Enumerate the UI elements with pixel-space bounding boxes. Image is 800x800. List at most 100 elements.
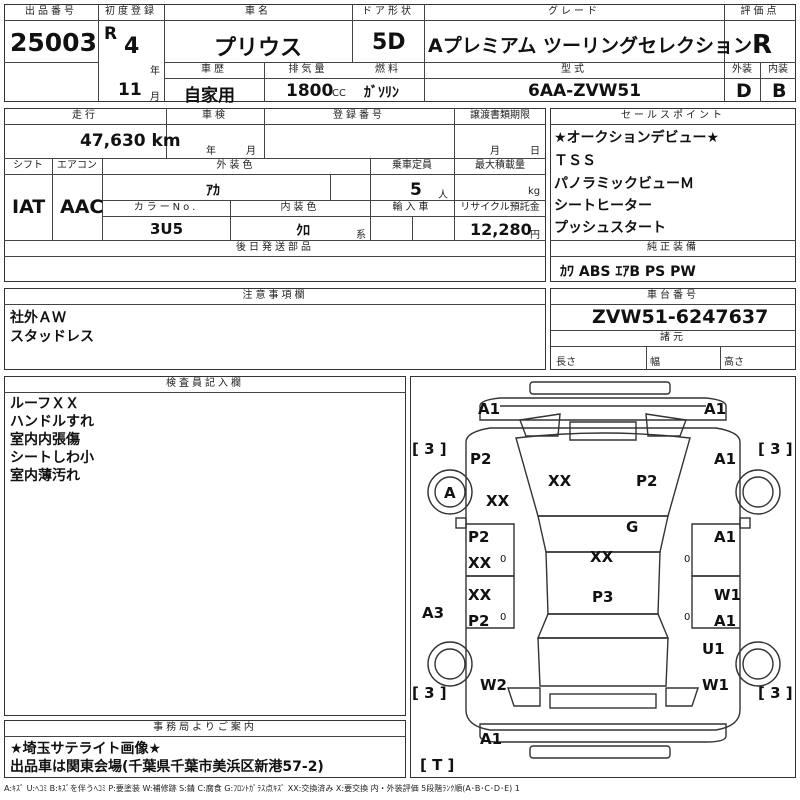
mark-left-fender-lower: XX bbox=[486, 492, 510, 510]
capacity: 5 bbox=[410, 180, 422, 200]
recycle-unit: 円 bbox=[530, 230, 540, 241]
transfer-day-unit: 日 bbox=[530, 146, 540, 157]
mark-trunk: P3 bbox=[592, 588, 614, 606]
mileage-label: 走行 bbox=[72, 110, 98, 121]
grade-label: グレード bbox=[548, 6, 600, 17]
mark-left-rear-door-lower: P2 bbox=[468, 612, 490, 630]
mark-left-front-door-lower: XX bbox=[468, 554, 492, 572]
mark-bracket-trunk: [ T ] bbox=[420, 756, 455, 774]
exterior-color: ｱｶ bbox=[206, 183, 220, 199]
mark-left-quarter: A3 bbox=[422, 604, 445, 622]
note-line: 社外ＡＷ bbox=[10, 310, 66, 326]
mark-hood: XX bbox=[548, 472, 572, 490]
max-load-label: 最大積載量 bbox=[475, 160, 525, 171]
shift-label: シフト bbox=[13, 160, 43, 171]
transfer-deadline-label: 譲渡書類期限 bbox=[470, 110, 530, 121]
length-label: 長さ bbox=[556, 357, 576, 368]
sales-points-section bbox=[550, 108, 796, 282]
capacity-unit: 人 bbox=[438, 190, 448, 201]
vehicle-info-section bbox=[4, 108, 546, 282]
mark-windshield: G bbox=[626, 518, 639, 536]
transfer-month-unit: 月 bbox=[490, 146, 500, 157]
office-label: 事務局よりご案内 bbox=[153, 722, 257, 733]
recycle-label: リサイクル預託金 bbox=[460, 202, 540, 213]
car-name: プリウス bbox=[214, 36, 303, 61]
office-line: ★埼玉サテライト画像★ bbox=[10, 741, 162, 757]
plate-label: 登録番号 bbox=[333, 110, 385, 121]
registration-year: 4 bbox=[124, 34, 140, 59]
shift: IAT bbox=[12, 196, 46, 218]
later-parts-label: 後日発送部品 bbox=[236, 242, 314, 253]
score-label: 評価点 bbox=[740, 6, 780, 17]
mark-right-front-door: A1 bbox=[714, 528, 737, 546]
notes-label: 注意事項欄 bbox=[242, 290, 308, 301]
interior-score-label: 内装 bbox=[768, 64, 788, 75]
fuel: ｶﾞｿﾘﾝ bbox=[364, 85, 399, 101]
mark-right-fender: A1 bbox=[714, 450, 737, 468]
mark-rear-bumper: A1 bbox=[480, 730, 503, 748]
interior-color-unit: 系 bbox=[356, 230, 366, 241]
color-number: 3U5 bbox=[150, 220, 184, 238]
model: 6AA-ZVW51 bbox=[528, 81, 642, 101]
note-line: スタッドレス bbox=[10, 329, 94, 345]
inspector-section bbox=[4, 376, 406, 716]
office-line: 出品車は関東会場(千葉県千葉市美浜区新港57-2) bbox=[10, 759, 324, 775]
height-label: 高さ bbox=[724, 357, 744, 368]
door-type-label: ドア形状 bbox=[362, 6, 414, 17]
notes-section bbox=[4, 288, 546, 370]
lot-number-label: 出品番号 bbox=[25, 6, 77, 17]
overall-score: R bbox=[752, 30, 773, 60]
mark-zero: 0 bbox=[684, 554, 691, 565]
sales-point-item: パノラミックビューＭ bbox=[554, 176, 694, 192]
specs-label: 諸元 bbox=[660, 332, 686, 343]
front-bumper-shape bbox=[529, 381, 671, 395]
mark-zero: 0 bbox=[500, 612, 507, 623]
legend: A:ｷｽﾞ U:ﾍｺﾐ B:ｷｽﾞを伴うﾍｺﾐ P:要塗装 W:補修跡 S:錆 … bbox=[4, 784, 520, 793]
chassis-section bbox=[550, 288, 796, 370]
car-outline bbox=[427, 381, 781, 759]
mark-bracket-top-left: [ 3 ] bbox=[412, 440, 447, 458]
chassis-number-label: 車台番号 bbox=[647, 290, 699, 301]
inspector-line: 室内薄汚れ bbox=[10, 468, 80, 484]
mark-right-rear-door: W1 bbox=[714, 586, 741, 604]
mark-bracket-bottom-right: [ 3 ] bbox=[758, 684, 793, 702]
sales-point-item: ★オークションデビュー★ bbox=[554, 130, 720, 146]
exterior-color-label: 外装色 bbox=[216, 160, 256, 171]
inspection-year-unit: 年 bbox=[206, 146, 216, 157]
aircon: AAC bbox=[60, 196, 104, 218]
mark-hood-right: P2 bbox=[636, 472, 658, 490]
chassis-number: ZVW51-6247637 bbox=[592, 306, 769, 328]
sales-point-item: プッシュスタート bbox=[554, 220, 666, 236]
standard-equipment-label: 純正装備 bbox=[647, 242, 699, 253]
inspector-line: シートしわ小 bbox=[10, 450, 94, 466]
exterior-score: D bbox=[736, 80, 752, 102]
grade: Aプレミアム ツーリングセレクション bbox=[428, 35, 752, 57]
inspector-line: 室内内張傷 bbox=[10, 432, 80, 448]
mark-left-front-wheel: A bbox=[444, 484, 456, 502]
mark-bracket-top-right: [ 3 ] bbox=[758, 440, 793, 458]
era: R bbox=[104, 24, 118, 44]
month-unit: 月 bbox=[150, 92, 160, 103]
inspection-month-unit: 月 bbox=[246, 146, 256, 157]
mark-right-rear-quarter: W1 bbox=[702, 676, 729, 694]
interior-color-label: 内装色 bbox=[280, 202, 320, 213]
mark-right-quarter: U1 bbox=[702, 640, 725, 658]
office-section bbox=[4, 720, 406, 778]
mark-left-fender: P2 bbox=[470, 450, 492, 468]
mark-right-rear-door-lower: A1 bbox=[714, 612, 737, 630]
mark-left-front-door: P2 bbox=[468, 528, 490, 546]
color-number-label: カラーNo. bbox=[133, 202, 199, 213]
inspection-label: 車検 bbox=[202, 110, 228, 121]
inspector-line: ルーフＸＸ bbox=[10, 396, 80, 412]
displacement-unit: CC bbox=[332, 88, 346, 99]
sales-point-item: ＴＳＳ bbox=[554, 153, 596, 169]
fuel-label: 燃料 bbox=[375, 64, 401, 75]
width-label: 幅 bbox=[650, 357, 660, 368]
lot-number: 25003 bbox=[10, 28, 97, 57]
interior-color: ｸﾛ bbox=[296, 223, 310, 239]
year-unit: 年 bbox=[150, 66, 160, 77]
mark-zero: 0 bbox=[500, 554, 507, 565]
mark-left-rear-quarter: W2 bbox=[480, 676, 507, 694]
mileage: 47,630 km bbox=[80, 131, 181, 151]
mark-zero: 0 bbox=[684, 612, 691, 623]
